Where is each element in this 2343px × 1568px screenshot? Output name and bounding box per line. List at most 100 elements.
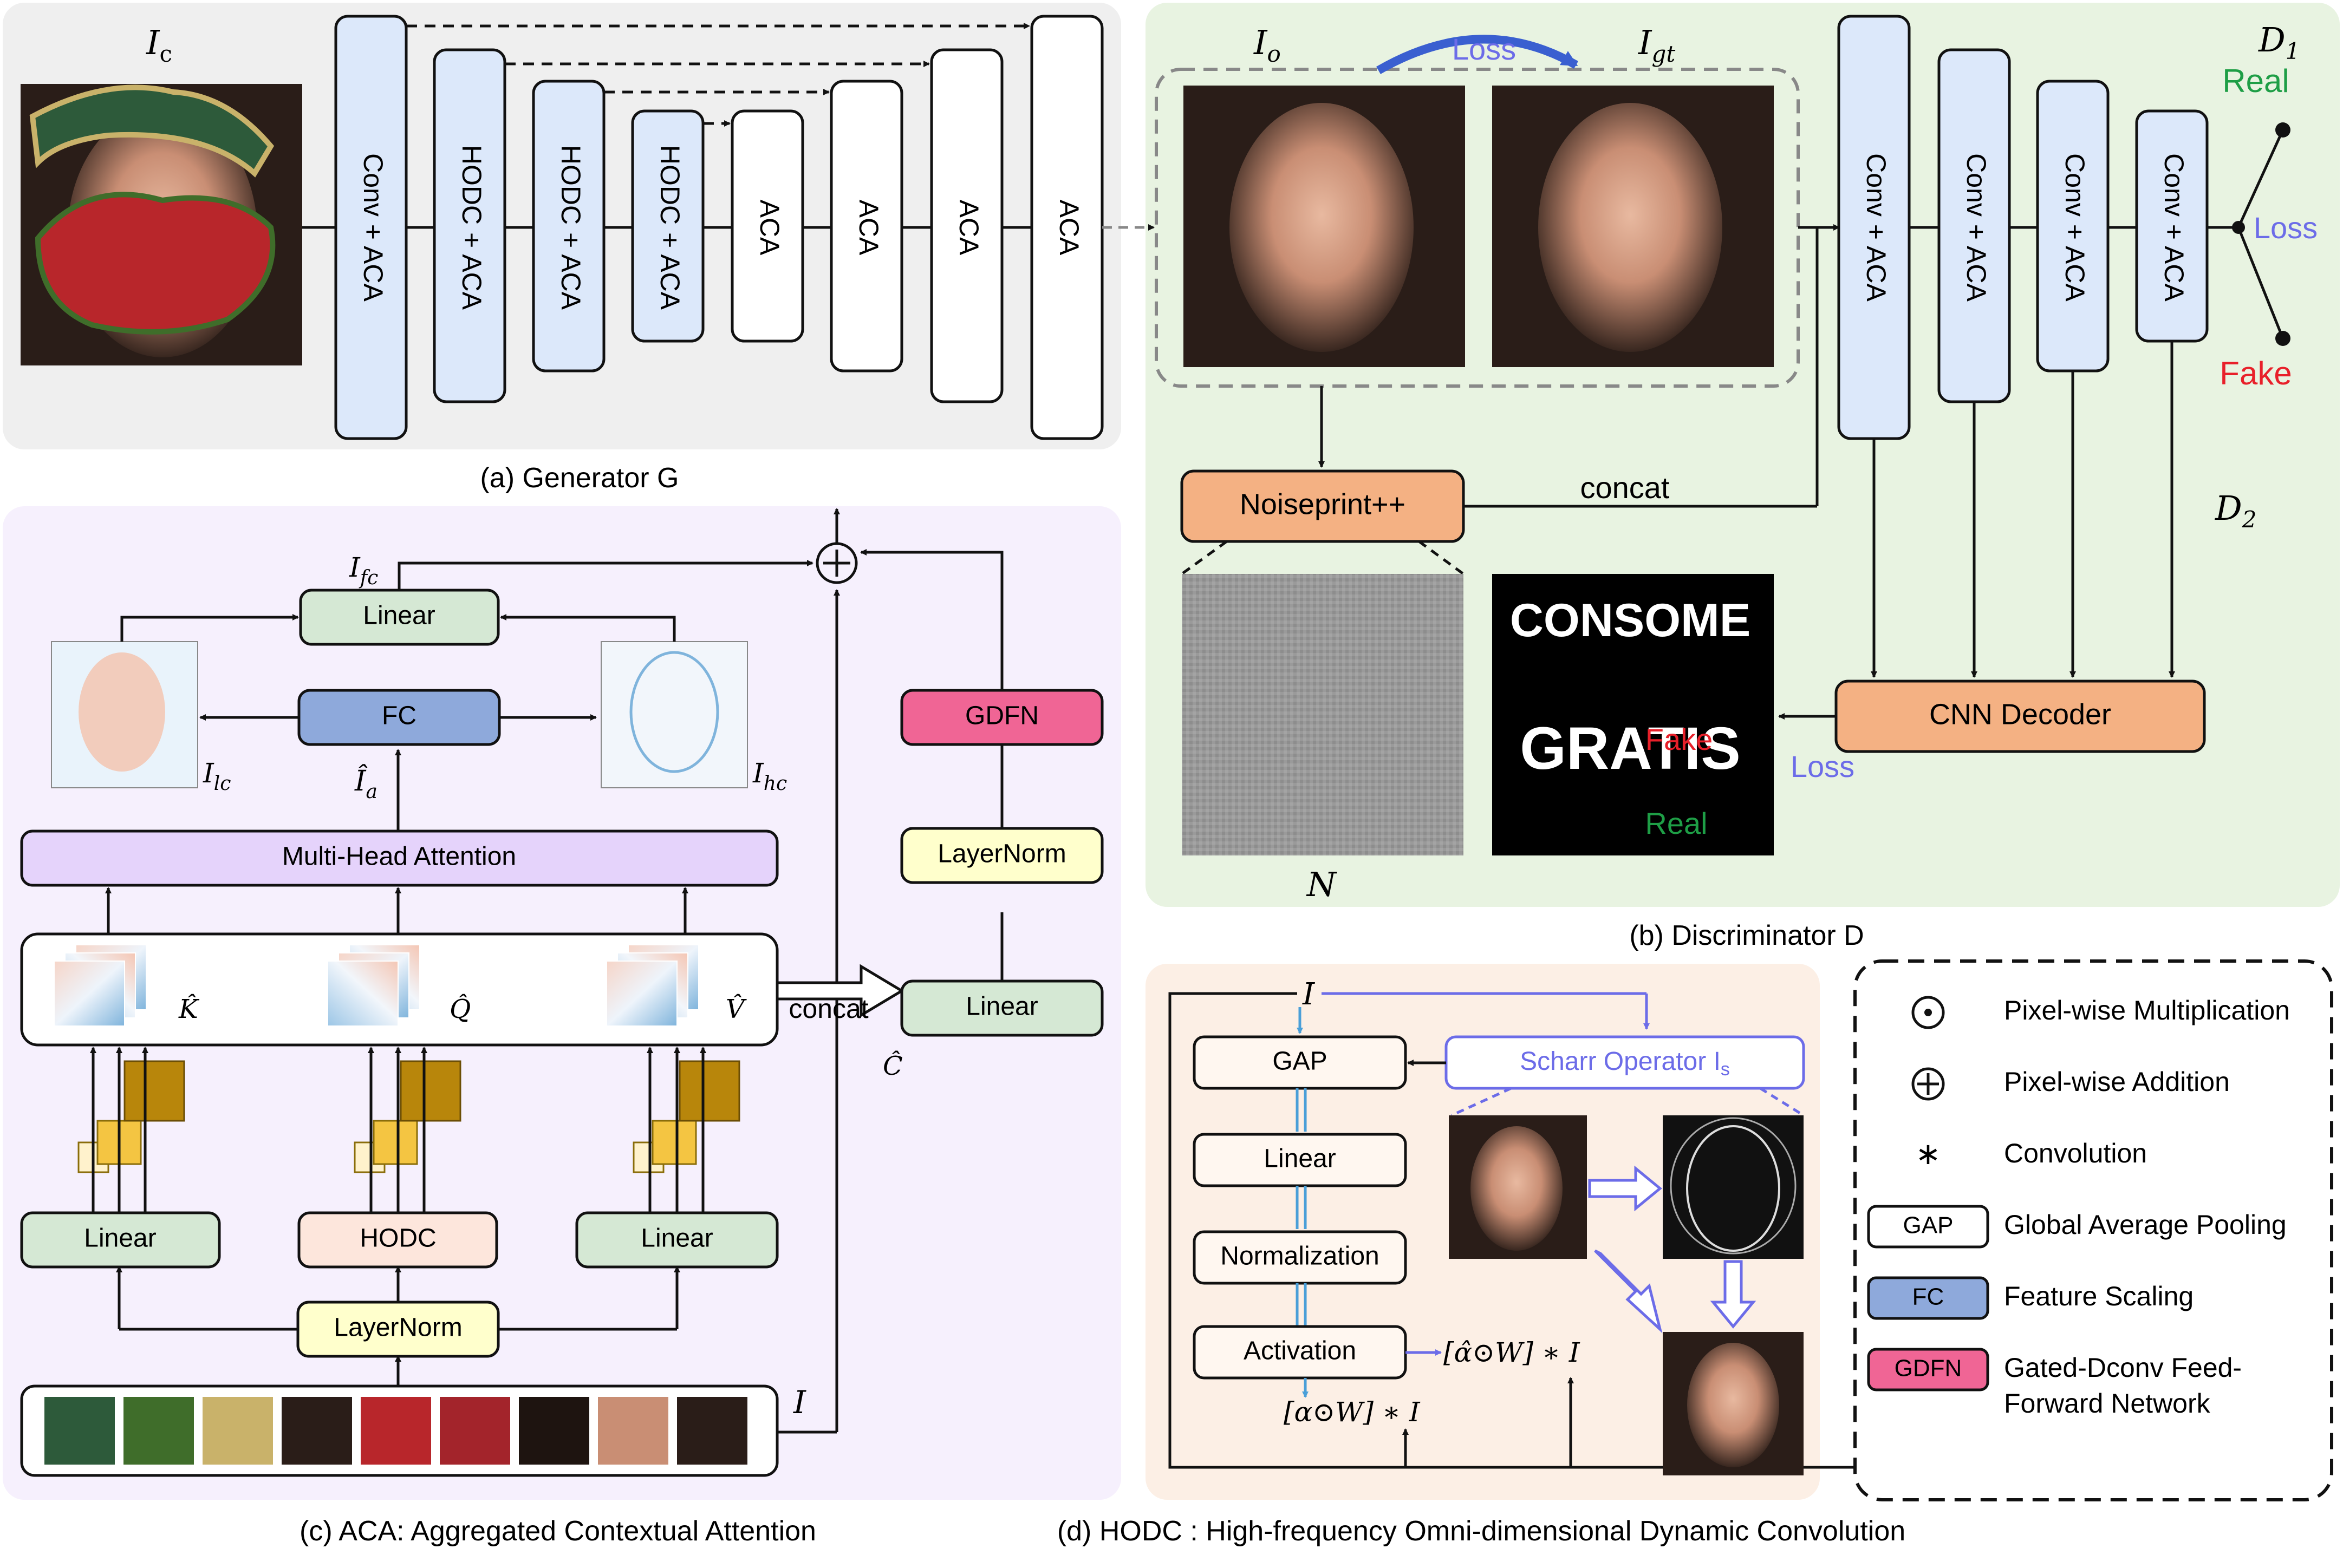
legend-panel: Pixel-wise Multiplication Pixel-wise Add… [1853,959,2333,1501]
d2-label: D2 [2215,488,2256,533]
svg-text:CNN Decoder: CNN Decoder [1929,698,2111,730]
svg-text:FC: FC [382,702,416,730]
legend-item-multiplication: Pixel-wise Multiplication [1911,995,2290,1029]
cnn-decoder-box: CNN Decoder [1834,680,2206,753]
svg-text:LayerNorm: LayerNorm [334,1314,462,1342]
disc-conv-block-3: Conv + ACA [2036,80,2110,373]
svg-text:Gated-Dconv Feed-: Gated-Dconv Feed- [2004,1353,2242,1383]
output-image-label: Io [1253,23,1281,67]
svg-text:FC: FC [1912,1284,1944,1310]
ihc-label: Ihc [752,757,787,795]
svg-text:GAP: GAP [1272,1047,1327,1076]
ihc-image [601,641,748,788]
k-feature-stack [54,944,147,1027]
multi-head-attention-box: Multi-Head Attention [20,829,779,887]
svg-text:Scharr Operator Is: Scharr Operator Is [1520,1047,1730,1080]
hodc-edge-image [1663,1115,1804,1259]
hodc-input-label: I [1302,977,1316,1012]
disc-conv-block-1: Conv + ACA [1837,15,1911,440]
svg-text:GDFN: GDFN [965,702,1039,730]
svg-text:CONSOME: CONSOME [1510,594,1750,646]
svg-text:Linear: Linear [966,992,1038,1021]
svg-text:Conv + ACA: Conv + ACA [1961,153,1991,302]
legend-item-addition: Pixel-wise Addition [1911,1067,2230,1101]
loss-arc-arrow [1376,35,1578,74]
svg-text:Linear: Linear [1264,1145,1336,1173]
aca-linear-right: Linear [900,979,1104,1037]
v-hat-label: V̂ [726,993,747,1024]
svg-text:Global Average Pooling: Global Average Pooling [2004,1210,2287,1240]
aca-fc-box: FC [297,689,501,746]
aca-linear-mid: Linear [575,1211,779,1269]
concat-arrow [776,964,904,1018]
aca-linear-top: Linear [299,589,500,646]
hodc-formula-right: [α̂⊙W] ∗ I [1443,1337,1580,1368]
aca-concat-label: concat [789,994,868,1024]
hodc-arrow-down [1710,1260,1756,1329]
generator-block-6: ACA [830,80,903,373]
svg-text:Linear: Linear [641,1224,713,1253]
svg-text:Noiseprint++: Noiseprint++ [1240,488,1405,520]
generator-panel: Ic Conv + ACA HODC + ACA HODC + ACA HODC… [3,3,1121,494]
legend-item-fc: FC Feature Scaling [1867,1276,2194,1320]
hodc-activation-box: Activation [1193,1325,1407,1380]
aca-input-label: I [793,1384,806,1421]
generator-block-4: HODC + ACA [631,109,705,343]
generator-block-1: Conv + ACA [334,15,408,440]
mask-image: CONSOME GRATIS Fake Real [1492,574,1774,855]
svg-text:Linear: Linear [363,602,435,630]
svg-text:Multi-Head Attention: Multi-Head Attention [282,842,516,871]
output-group-box [1155,68,1800,388]
hodc-linear-box: Linear [1193,1133,1407,1187]
d1-label: D1 [2258,20,2300,64]
svg-text:Pixel-wise Multiplication: Pixel-wise Multiplication [2004,995,2290,1025]
legend-item-convolution: ∗ Convolution [1916,1136,2147,1171]
hodc-panel: I GAP Linear Normalization Activation [α… [1057,964,2115,1547]
aca-layernorm-right: LayerNorm [900,827,1104,884]
svg-text:ACA: ACA [1054,200,1084,256]
d1-loss-label: Loss [2254,211,2318,245]
svg-text:Feature Scaling: Feature Scaling [2004,1281,2194,1311]
svg-text:GDFN: GDFN [1895,1355,1962,1382]
generator-block-7: ACA [930,48,1004,403]
svg-text:ACA: ACA [954,200,984,256]
aca-hodc-box: HODC [297,1211,498,1269]
svg-text:∗: ∗ [1916,1136,1941,1171]
d1-fake-label: Fake [2220,355,2292,391]
noiseprint-box: Noiseprint++ [1180,469,1465,543]
noiseprint-n-label: N [1306,865,1338,904]
legend-item-gdfn: GDFN Gated-Dconv Feed- Forward Network [1867,1348,2242,1419]
generator-caption: (a) Generator G [480,462,679,494]
svg-text:Conv + ACA: Conv + ACA [2159,153,2189,302]
discriminator-caption: (b) Discriminator D [1629,920,1864,951]
concat-label: concat [1580,471,1670,505]
svg-text:HODC: HODC [360,1224,436,1253]
ifc-label: Ifc [349,552,378,589]
input-patch-tiles [44,1397,747,1465]
c-hat-label: Ĉ [883,1050,903,1081]
hodc-gap-box: GAP [1193,1035,1407,1090]
svg-text:Îa: Îa [354,764,378,803]
decoder-loss-label: Loss [1791,749,1854,783]
svg-text:GRATIS: GRATIS [1520,715,1740,782]
disc-conv-block-4: Conv + ACA [2135,109,2209,343]
generator-input-label: Ic [146,23,172,67]
svg-text:Normalization: Normalization [1220,1242,1379,1271]
hodc-arrow-diagonal [1594,1249,1663,1334]
hodc-face-input [1449,1115,1587,1259]
ilc-label: Ilc [203,757,231,795]
scharr-operator-box: Scharr Operator Is [1444,1035,1805,1090]
skip-connections [406,23,1030,127]
generator-block-2: HODC + ACA [433,48,506,403]
legend-item-gap: GAP Global Average Pooling [1867,1205,2287,1249]
svg-text:ACA: ACA [754,200,785,256]
svg-text:HODC + ACA: HODC + ACA [655,145,685,310]
v-feature-stack [606,944,699,1027]
hodc-normalization-box: Normalization [1193,1230,1407,1285]
hodc-formula-bottom: [α⊙W] ∗ I [1284,1396,1421,1428]
aca-caption: (c) ACA: Aggregated Contextual Attention [300,1515,816,1547]
svg-text:Forward Network: Forward Network [2004,1388,2211,1419]
ia-hat-label: Îa [354,764,378,803]
svg-text:HODC + ACA: HODC + ACA [556,145,586,310]
